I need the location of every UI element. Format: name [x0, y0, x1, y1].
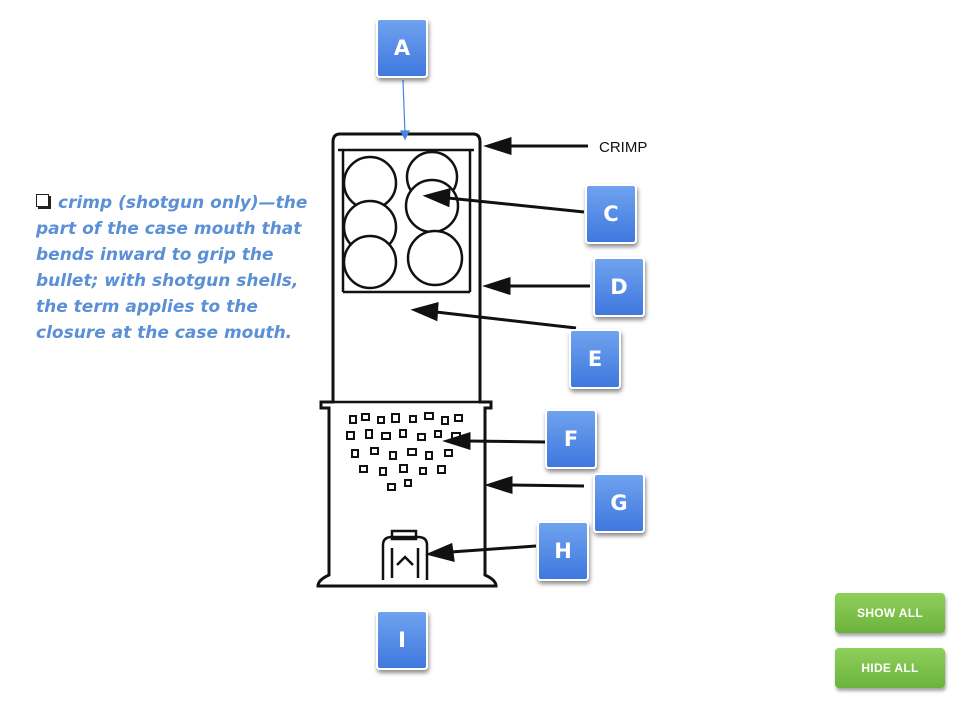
- pointer-arrows: [410, 136, 590, 563]
- label-e-button[interactable]: E: [569, 329, 621, 389]
- show-all-button[interactable]: SHOW ALL: [835, 593, 945, 633]
- label-i-button[interactable]: I: [376, 610, 428, 670]
- definition-text-block: crimp (shotgun only)—the part of the cas…: [36, 190, 308, 346]
- arrow-a: [400, 79, 410, 141]
- label-d-button[interactable]: D: [593, 257, 645, 317]
- crimp-fold: [338, 148, 474, 292]
- shell-hull: [316, 132, 498, 588]
- crimp-label: CRIMP: [599, 139, 647, 156]
- label-c-button[interactable]: C: [585, 184, 637, 244]
- primer: [381, 529, 429, 580]
- label-g-button[interactable]: G: [593, 473, 645, 533]
- label-a-button[interactable]: A: [376, 18, 428, 78]
- powder-charge: [346, 412, 463, 491]
- shot-pellets: [342, 150, 464, 290]
- checkbox-bullet-icon: [36, 194, 49, 207]
- hide-all-button[interactable]: HIDE ALL: [835, 648, 945, 688]
- definition-text: crimp (shotgun only)—the part of the cas…: [36, 193, 308, 343]
- label-h-button[interactable]: H: [537, 521, 589, 581]
- label-f-button[interactable]: F: [545, 409, 597, 469]
